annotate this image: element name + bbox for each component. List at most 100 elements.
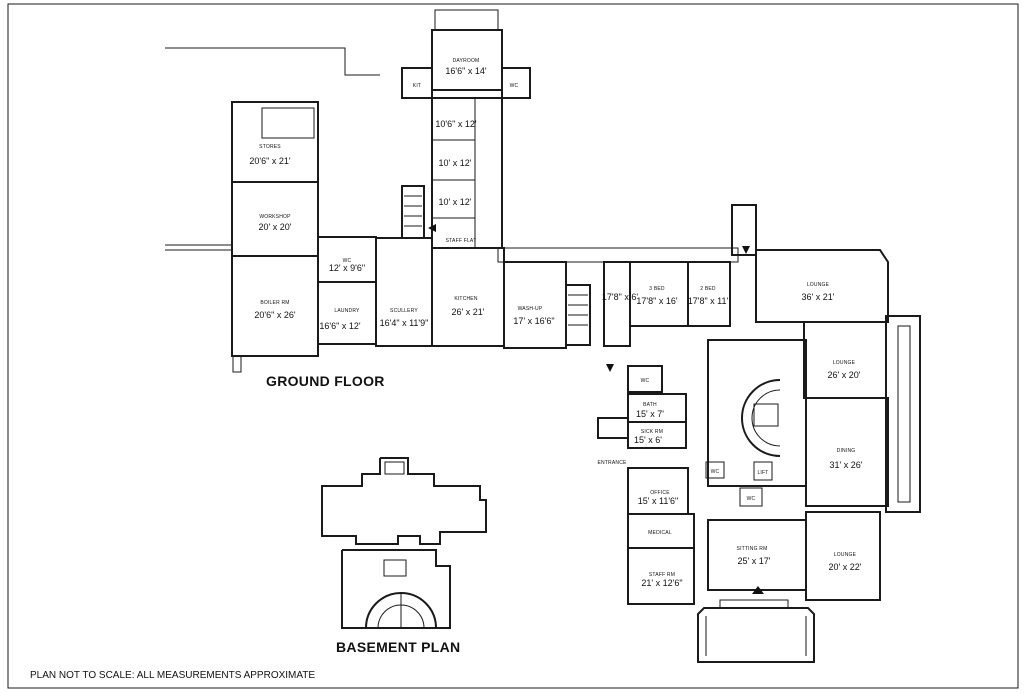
lift-walls	[753, 461, 773, 481]
wash-up-walls	[503, 261, 567, 349]
basement-stair	[383, 559, 407, 577]
staff-rm-name: STAFF RM	[649, 572, 675, 578]
lounge3-size: 20' x 22'	[829, 562, 862, 572]
sitting-walls	[707, 519, 807, 591]
laundry-name: LAUNDRY	[334, 308, 360, 314]
south-porch	[697, 607, 815, 663]
dayroom-name: DAYROOM	[453, 58, 480, 64]
staff-flat-name: STAFF FLAT	[446, 238, 477, 244]
ground-floor-title: GROUND FLOOR	[266, 373, 385, 389]
scullery-name: SCULLERY	[390, 308, 418, 314]
bed3-walls	[629, 261, 689, 327]
wc-small2-walls	[739, 487, 763, 507]
sitting-name: SITTING RM	[737, 546, 768, 552]
scullery-walls	[375, 237, 433, 347]
sick-size: 15' x 6'	[634, 435, 662, 445]
boundary-line-top	[165, 47, 380, 76]
wc-mid-name: WC	[641, 378, 650, 384]
main-corridor	[497, 247, 739, 263]
scale-disclaimer: PLAN NOT TO SCALE: ALL MEASUREMENTS APPR…	[30, 670, 315, 681]
boiler-chimney	[232, 355, 242, 373]
wc-mid-walls	[627, 365, 663, 393]
lounge2-name: LOUNGE	[833, 360, 856, 366]
boiler-size: 20'6" x 26'	[254, 310, 295, 320]
corridor-room-size: 17'8" x 6'	[602, 292, 638, 302]
scullery-size: 16'4" x 11'9"	[380, 318, 429, 328]
stores-name: STORES	[259, 144, 281, 150]
stores-inner	[261, 107, 315, 139]
dayroom-size: 16'6" x 14'	[445, 66, 486, 76]
east-terrace-inner	[897, 325, 911, 503]
lift-name: LIFT	[757, 470, 768, 476]
lounge1-name: LOUNGE	[807, 282, 830, 288]
south-entry-arrow	[752, 586, 764, 594]
kit-walls	[401, 67, 433, 99]
stores-size: 20'6" x 21'	[249, 156, 290, 166]
laundry-size: 16'6" x 12'	[319, 321, 360, 331]
wc-small1-name: WC	[711, 469, 720, 475]
entrance-label: ENTRANCE	[597, 460, 627, 466]
kitchen-size: 26' x 21'	[452, 307, 485, 317]
wc-left-size: 12' x 9'6"	[329, 263, 365, 273]
medical-name: MEDICAL	[648, 530, 672, 536]
staff-rm-size: 21' x 12'6"	[641, 578, 682, 588]
wc-small2-name: WC	[747, 496, 756, 502]
east-entry-arrow	[742, 246, 750, 254]
basement-upper-block	[321, 457, 487, 545]
kit-name: KIT	[413, 83, 421, 89]
south-steps	[719, 599, 789, 609]
corridor-stair	[565, 284, 591, 346]
scullery-stair	[401, 185, 425, 239]
workshop-size: 20' x 20'	[259, 222, 292, 232]
wc-left-name: WC	[343, 258, 352, 264]
basement-plan: BASEMENT PLAN	[321, 457, 487, 655]
bed2-name: 2 BED	[700, 286, 716, 292]
wc-top-walls	[501, 67, 531, 99]
lounge2-size: 26' x 20'	[828, 370, 861, 380]
staff-rm-walls	[627, 547, 695, 605]
room-c-size: 10' x 12'	[439, 197, 472, 207]
ground-floor-plan: DAYROOM 16'6" x 14' KIT WC 10'6" x 12' 1…	[231, 9, 921, 663]
wash-up-size: 17' x 16'6"	[513, 316, 554, 326]
east-stub	[731, 204, 757, 256]
stores-walls	[231, 101, 319, 183]
curved-stair	[741, 379, 781, 457]
dayroom-roof	[434, 9, 499, 31]
bath-name: BATH	[643, 402, 657, 408]
boiler-walls	[231, 255, 319, 357]
bed3-size: 17'8" x 16'	[636, 296, 677, 306]
wc-top-name: WC	[510, 83, 519, 89]
dayroom-walls	[431, 29, 503, 91]
dining-size: 31' x 26'	[830, 460, 863, 470]
basement-plan-title: BASEMENT PLAN	[336, 639, 460, 655]
basement-lower-block	[341, 549, 451, 629]
sick-annex	[597, 417, 629, 439]
office-name: OFFICE	[650, 490, 670, 496]
side-entry-arrow	[606, 364, 614, 372]
east-terrace	[885, 315, 921, 513]
office-size: 15' x 11'6"	[638, 496, 679, 506]
kitchen-name: KITCHEN	[454, 296, 478, 302]
dining-name: DINING	[837, 448, 856, 454]
room-b-size: 10' x 12'	[439, 158, 472, 168]
lounge1-walls	[755, 249, 889, 323]
basement-arch	[365, 592, 437, 629]
lounge3-name: LOUNGE	[834, 552, 857, 558]
bath-size: 15' x 7'	[636, 409, 664, 419]
staff-flat-arrow	[428, 224, 436, 232]
sick-name: SICK RM	[641, 429, 663, 435]
lounge3-walls	[805, 511, 881, 601]
hall-stair-landing	[753, 403, 779, 427]
bed2-walls	[687, 261, 731, 327]
curved-stair-inner	[751, 389, 781, 447]
lounge1-size: 36' x 21'	[802, 292, 835, 302]
central-hall	[707, 339, 807, 487]
wc-small1-walls	[705, 461, 725, 479]
boiler-name: BOILER RM	[260, 300, 289, 306]
wash-up-name: WASH-UP	[518, 306, 543, 312]
sheet-border	[7, 3, 1019, 689]
corridor-room-walls	[603, 261, 631, 347]
room-a-size: 10'6" x 12'	[435, 119, 476, 129]
